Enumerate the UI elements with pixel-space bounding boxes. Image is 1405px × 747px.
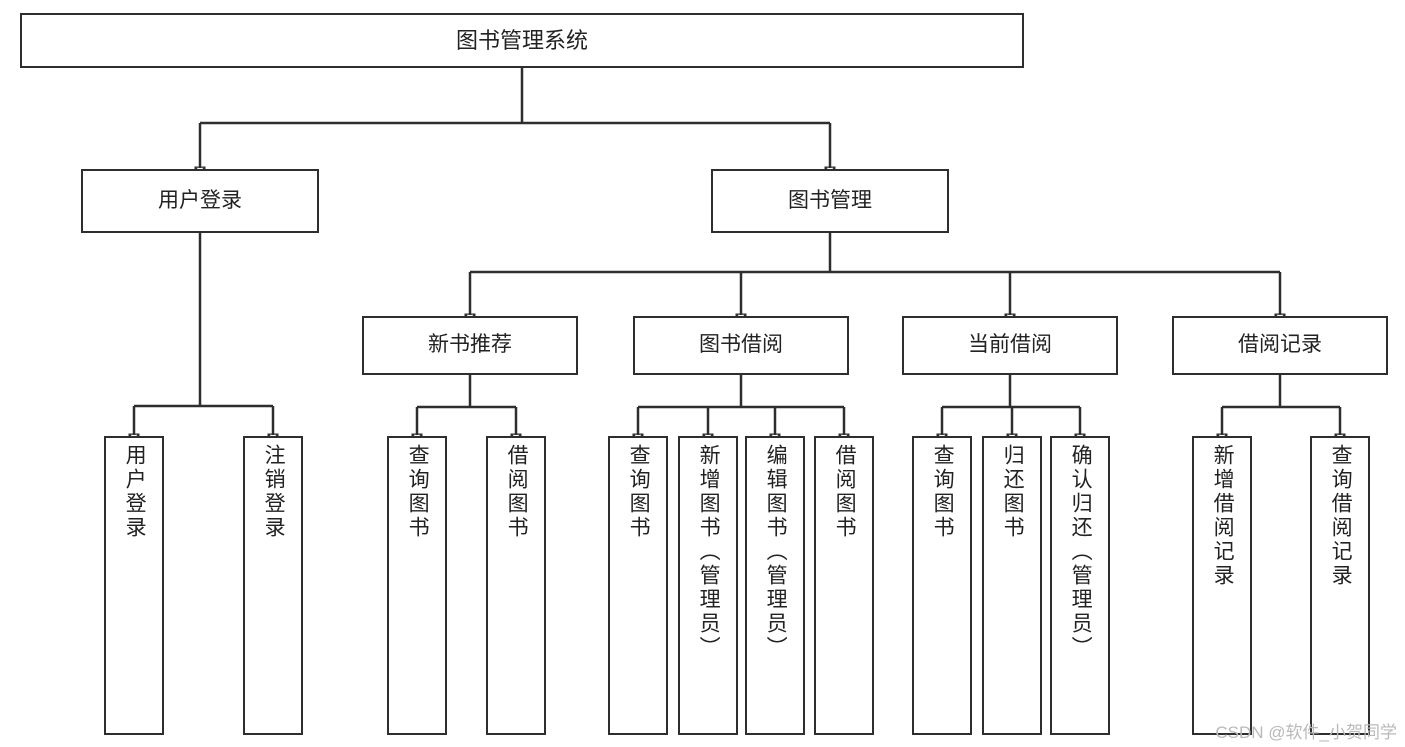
node-n-record[interactable]: 借阅记录 <box>1172 316 1388 375</box>
node-n-borrow[interactable]: 图书借阅 <box>633 316 849 375</box>
node-label: 编辑图书（管理员） <box>764 444 788 660</box>
node-l-bor2[interactable]: 新增图书（管理员） <box>678 436 738 735</box>
node-n-bookmgr[interactable]: 图书管理 <box>711 169 949 233</box>
node-label: 图书借阅 <box>699 333 783 357</box>
node-label: 借阅图书 <box>833 444 857 540</box>
node-l-rec2[interactable]: 查询借阅记录 <box>1310 436 1370 735</box>
node-l-rec1[interactable]: 新增借阅记录 <box>1192 436 1252 735</box>
node-l-bor1[interactable]: 查询图书 <box>608 436 668 735</box>
node-l-new1[interactable]: 查询图书 <box>387 436 447 735</box>
node-label: 图书管理系统 <box>455 27 588 53</box>
node-label: 查询借阅记录 <box>1329 444 1353 588</box>
node-label: 用户登录 <box>158 188 242 212</box>
node-l-bor4[interactable]: 借阅图书 <box>814 436 874 735</box>
node-label: 新增借阅记录 <box>1211 444 1235 588</box>
node-n-current[interactable]: 当前借阅 <box>902 316 1118 375</box>
node-label: 借阅图书 <box>505 444 529 540</box>
node-root[interactable]: 图书管理系统 <box>20 13 1024 68</box>
watermark-text: CSDN @软件_小贺同学 <box>1215 723 1397 742</box>
node-n-login[interactable]: 用户登录 <box>81 169 319 233</box>
node-n-newbook[interactable]: 新书推荐 <box>362 316 578 375</box>
node-label: 查询图书 <box>627 444 651 540</box>
node-label: 用户登录 <box>123 444 147 540</box>
node-label: 借阅记录 <box>1238 333 1322 357</box>
node-label: 图书管理 <box>788 188 872 212</box>
node-label: 归还图书 <box>1001 444 1025 540</box>
node-label: 新书推荐 <box>428 333 512 357</box>
node-label: 新增图书（管理员） <box>697 444 721 660</box>
node-l-cur2[interactable]: 归还图书 <box>982 436 1042 735</box>
node-l-cur1[interactable]: 查询图书 <box>912 436 972 735</box>
node-l-login2[interactable]: 注销登录 <box>243 436 303 735</box>
node-label: 查询图书 <box>406 444 430 540</box>
node-label: 注销登录 <box>262 444 286 540</box>
node-l-new2[interactable]: 借阅图书 <box>486 436 546 735</box>
node-label: 当前借阅 <box>968 333 1052 357</box>
node-label: 确认归还（管理员） <box>1069 444 1093 660</box>
node-l-cur3[interactable]: 确认归还（管理员） <box>1050 436 1110 735</box>
node-l-login1[interactable]: 用户登录 <box>104 436 164 735</box>
node-l-bor3[interactable]: 编辑图书（管理员） <box>745 436 805 735</box>
node-label: 查询图书 <box>931 444 955 540</box>
